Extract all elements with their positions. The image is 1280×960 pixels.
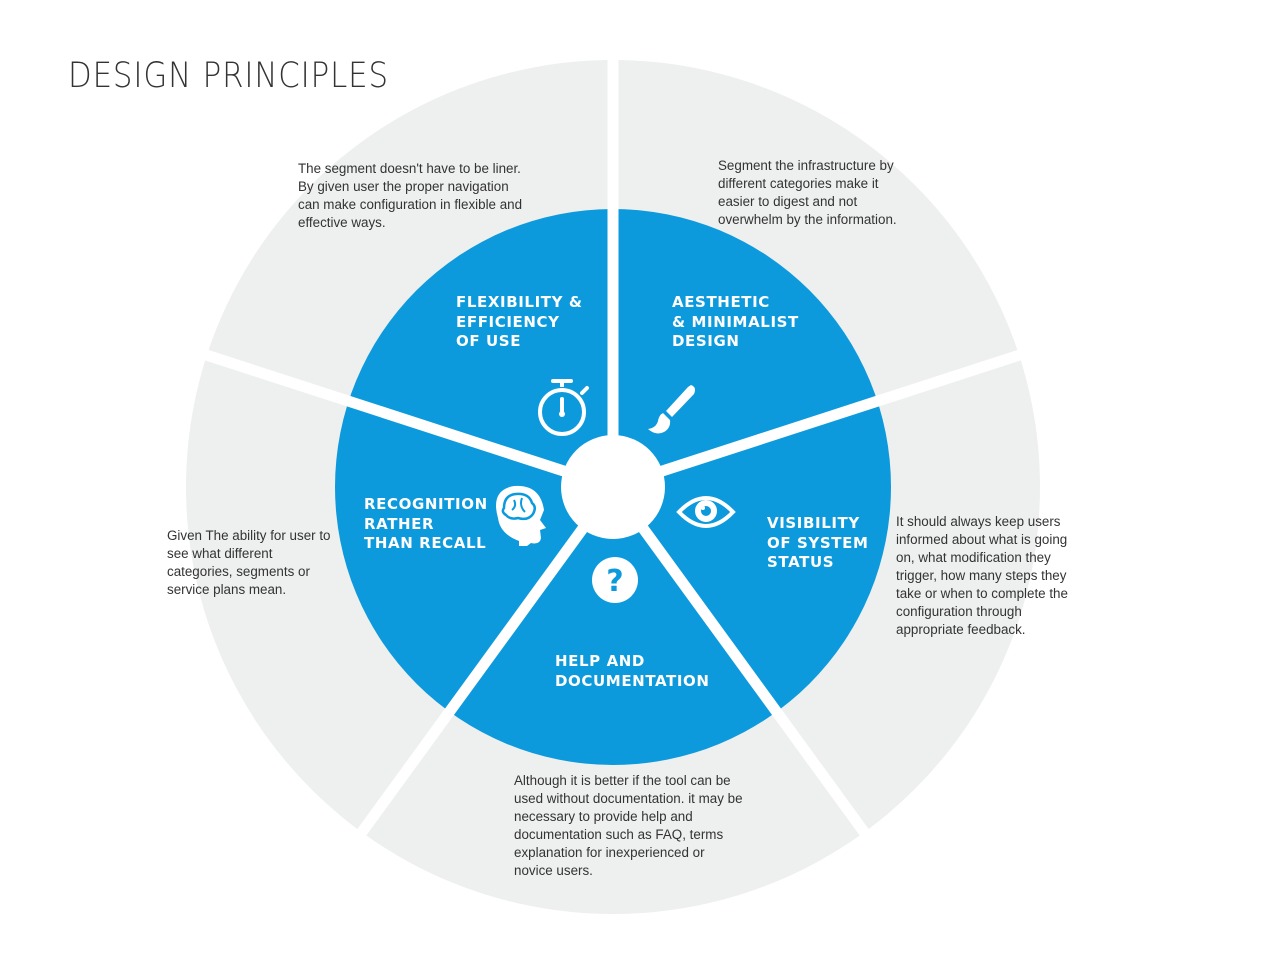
paintbrush-icon	[648, 385, 695, 434]
description-flexibility: The segment doesn't have to be liner. By…	[298, 161, 523, 230]
label-line: RATHER	[364, 514, 435, 533]
description-aesthetic: Segment the infrastructure by different …	[718, 158, 897, 227]
divider-left	[192, 345, 615, 493]
divider-bottom-right	[608, 483, 877, 847]
svg-text:?: ?	[606, 564, 623, 599]
question-icon: ?	[592, 557, 638, 603]
label-help: HELP AND DOCUMENTATION	[555, 652, 710, 691]
label-line: FLEXIBILITY &	[456, 293, 583, 311]
label-recognition: RECOGNITION RATHER THAN RECALL	[364, 495, 488, 554]
divider-bottom-left	[349, 483, 618, 847]
label-line: STATUS	[767, 553, 835, 571]
label-line: HELP AND	[555, 652, 645, 670]
label-line: AESTHETIC	[672, 293, 770, 311]
page-title: DESIGN PRINCIPLES	[68, 56, 389, 96]
label-aesthetic: AESTHETIC & MINIMALIST DESIGN	[672, 293, 799, 352]
label-line: DESIGN	[672, 332, 740, 350]
description-visibility: It should always keep users informed abo…	[896, 514, 1068, 637]
label-line: EFFICIENCY	[456, 312, 560, 331]
label-visibility: VISIBILITY OF SYSTEM STATUS	[767, 514, 869, 573]
description-help: Although it is better if the tool can be…	[514, 773, 743, 878]
head-icon	[496, 485, 546, 546]
label-line: OF SYSTEM	[767, 533, 869, 552]
description-recognition: Given The ability for user to see what d…	[167, 528, 331, 597]
label-line: THAN RECALL	[364, 534, 487, 552]
hub-circle	[561, 435, 665, 539]
label-line: & MINIMALIST	[672, 312, 799, 331]
stopwatch-icon	[538, 379, 589, 436]
divider-right	[611, 345, 1034, 493]
segment-dividers	[192, 50, 1034, 847]
label-line: VISIBILITY	[767, 514, 860, 532]
label-line: OF USE	[456, 332, 522, 350]
eye-icon	[676, 496, 736, 528]
label-line: DOCUMENTATION	[555, 671, 710, 690]
label-line: RECOGNITION	[364, 495, 488, 513]
label-flexibility: FLEXIBILITY & EFFICIENCY OF USE	[456, 293, 583, 352]
